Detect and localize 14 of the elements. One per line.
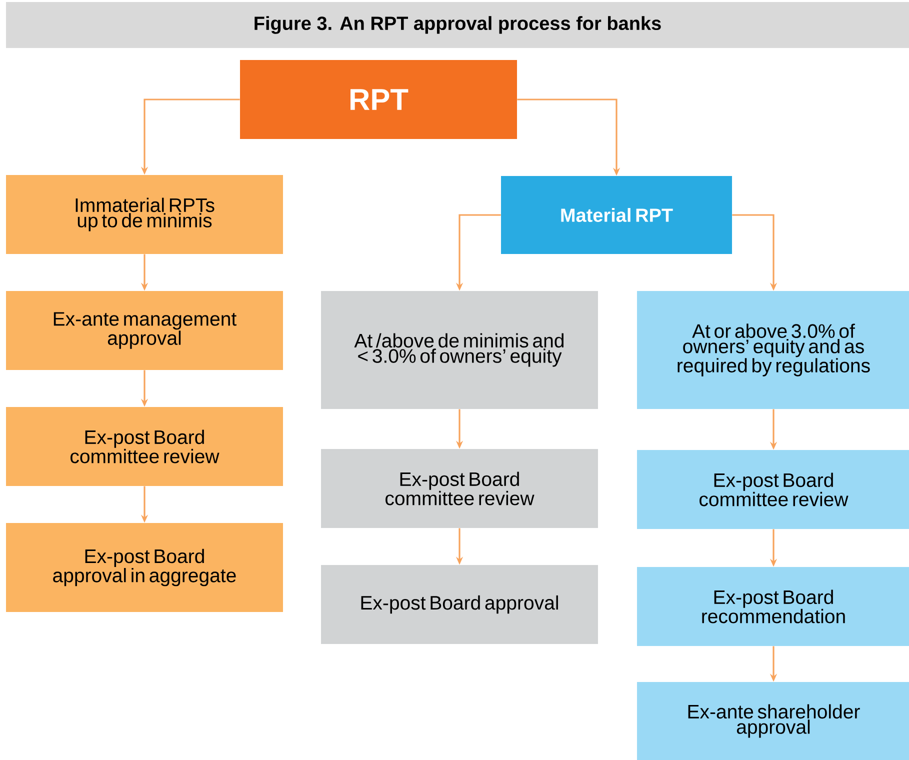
process-box: Ex-post Board approval in aggregate (6, 523, 283, 612)
process-box: Ex-post Board recommendation (637, 567, 909, 646)
category-box: Material RPT (501, 176, 732, 254)
process-box: Ex-post Board approval (321, 565, 598, 644)
root-box: RPT (240, 60, 517, 139)
process-box: Ex-post Board committee review (637, 450, 909, 529)
title-banner: Figure 3. An RPT approval process for banks (6, 2, 909, 48)
process-box: Ex-ante shareholder approval (637, 682, 909, 760)
process-box: At /above de minimis and < 3.0% of owners’ equity (321, 291, 598, 409)
process-box: Immaterial RPTs up to de minimis (6, 175, 283, 254)
process-box: Ex-ante management approval (6, 291, 283, 370)
process-box: Ex-post Board committee review (6, 407, 283, 486)
process-box: Ex-post Board committee review (321, 449, 598, 528)
process-box: At or above 3.0% of owners’ equity and as required by regulations (637, 291, 909, 409)
